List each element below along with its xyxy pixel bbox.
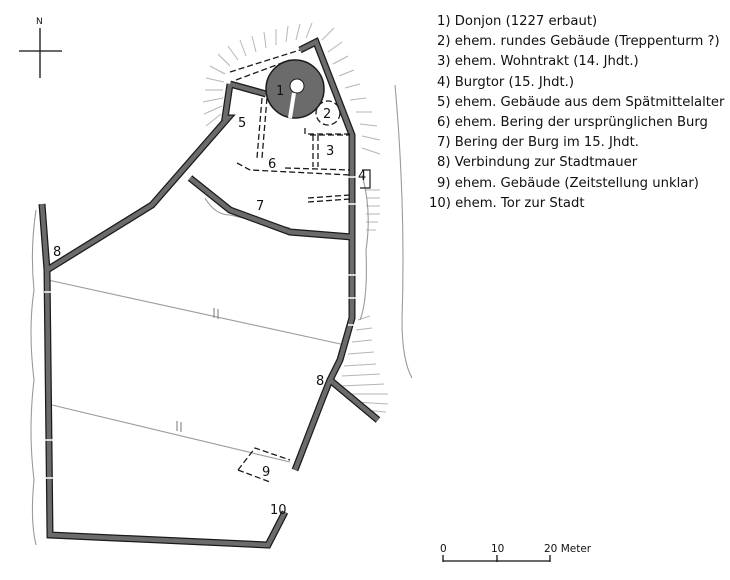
legend-item: 5) ehem. Gebäude aus dem Spätmittelalter [437, 94, 725, 110]
gate-marker [360, 169, 371, 189]
map-label-9: 9 [262, 465, 270, 480]
donjon-tower [265, 59, 325, 119]
legend-item: 8) Verbindung zur Stadtmauer [437, 155, 638, 171]
map-label-8a: 8 [53, 245, 61, 260]
wall-gaps [44, 176, 356, 479]
map-label-4: 4 [358, 169, 366, 184]
legend-item: 10) ehem. Tor zur Stadt [429, 195, 585, 211]
north-arrow-icon: N [19, 17, 62, 78]
slope-hatching [202, 22, 389, 413]
map-label-5: 5 [238, 116, 246, 131]
map-label-6: 6 [268, 157, 276, 172]
terrain-contours [30, 84, 413, 546]
scale-tick-0: 0 [440, 543, 447, 555]
legend-item: 3) ehem. Wohntrakt (14. Jhdt.) [437, 54, 639, 70]
legend-item: 9) ehem. Gebäude (Zeitstellung unklar) [437, 175, 699, 191]
north-label: N [36, 17, 43, 27]
legend-item: 2) ehem. rundes Gebäude (Treppenturm ?) [437, 34, 720, 50]
ladder-marks [176, 308, 219, 432]
legend: 1) Donjon (1227 erbaut) 2) ehem. rundes … [429, 12, 725, 214]
legend-item: 6) ehem. Bering der ursprünglichen Burg [437, 115, 708, 131]
legend-item: 4) Burgtor (15. Jhdt.) [437, 74, 574, 90]
map-label-10: 10 [270, 503, 287, 518]
scale-tick-20: 20 Meter [544, 543, 592, 555]
map-label-7: 7 [256, 199, 264, 214]
map-label-3: 3 [326, 144, 334, 159]
scale-tick-10: 10 [491, 543, 504, 555]
legend-item: 1) Donjon (1227 erbaut) [437, 14, 598, 29]
map-label-8b: 8 [316, 374, 324, 389]
scale-bar: 0 10 20 Meter [440, 543, 592, 562]
legend-item: 7) Bering der Burg im 15. Jhdt. [437, 135, 639, 151]
map-label-1: 1 [276, 84, 284, 99]
castle-walls-fill [39, 38, 380, 548]
former-structures-dashed [229, 49, 351, 483]
map-label-2: 2 [323, 107, 331, 122]
